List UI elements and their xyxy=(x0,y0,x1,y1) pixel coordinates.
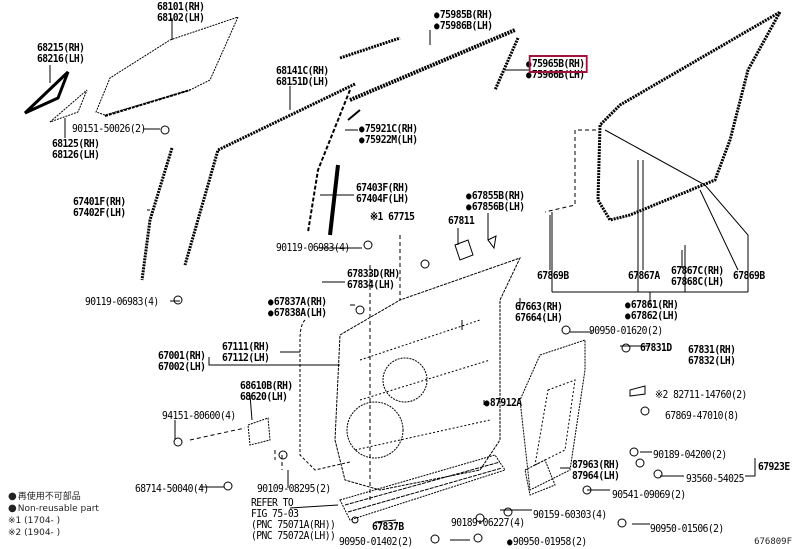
label-68714: 68714-50040(4) xyxy=(135,483,209,495)
label-90119-upper: 90119-06983(4) xyxy=(276,242,350,254)
legend-note-1: ※1 (1704- ) xyxy=(8,516,61,526)
label-90189-06227: 90189-06227(4) xyxy=(451,517,525,529)
label-82711: ※2 82711-14760(2) xyxy=(655,389,747,401)
label-67811: 67811 xyxy=(448,215,475,227)
label-90159: 90159-60303(4) xyxy=(533,509,607,521)
label-67831: 67831(RH)67832(LH) xyxy=(688,344,736,367)
belt-moulding xyxy=(349,28,516,102)
label-68610: 68610B(RH)68620(LH) xyxy=(240,380,293,403)
highlighted-part-75965B[interactable]: 75965B(RH) xyxy=(529,55,588,73)
door-weatherstrip xyxy=(596,10,782,222)
label-67869b-right: 67869B xyxy=(733,270,765,282)
label-67869-47010: 67869-47010(8) xyxy=(665,410,739,422)
label-67715: ※1 67715 xyxy=(370,211,415,223)
rocker-moulding xyxy=(339,454,506,521)
label-90950-01506: 90950-01506(2) xyxy=(650,523,724,535)
label-90151: 90151-50026(2) xyxy=(72,123,146,135)
legend-jp: 再使用不可部品 xyxy=(8,491,99,503)
door-glass xyxy=(95,16,239,116)
label-67837: 67837A(RH)67838A(LH) xyxy=(268,297,327,319)
label-67831d: 67831D xyxy=(640,342,672,354)
label-67111: 67111(RH)67112(LH) xyxy=(222,341,270,364)
label-75985: 75985B(RH)75986B(LH) xyxy=(434,10,493,32)
label-90950-01620: 90950-01620(2) xyxy=(589,325,663,337)
door-shell xyxy=(334,257,521,491)
legend: 再使用不可部品 Non-reusable part ※1 (1704- ) ※2… xyxy=(8,491,99,539)
label-93560: 93560-54025 xyxy=(686,473,744,485)
label-90950-01958: 90950-01958(2) xyxy=(507,537,587,548)
label-87912a: 87912A xyxy=(484,398,522,409)
label-67001: 67001(RH)67002(LH) xyxy=(158,350,206,373)
label-68215: 68215(RH)68216(LH) xyxy=(37,42,85,65)
label-90541: 90541-09069(2) xyxy=(612,489,686,501)
label-75921: 75921C(RH)75922M(LH) xyxy=(359,124,418,146)
label-90119-lower: 90119-06983(4) xyxy=(85,296,159,308)
label-94151: 94151-80600(4) xyxy=(162,410,236,422)
label-90950-01402: 90950-01402(2) xyxy=(339,536,413,548)
label-67855: 67855B(RH)67856B(LH) xyxy=(466,191,525,213)
label-67833: 67833D(RH)67834(LH) xyxy=(347,268,400,291)
label-67401: 67401F(RH)67402F(LH) xyxy=(73,196,126,219)
label-67869b-left: 67869B xyxy=(537,270,569,282)
legend-note-2: ※2 (1904- ) xyxy=(8,528,61,538)
label-67403: 67403F(RH)67404F(LH) xyxy=(356,182,409,205)
label-90109: 90109-08295(2) xyxy=(257,483,331,495)
label-87963: 87963(RH)87964(LH) xyxy=(572,459,620,482)
label-67663: 67663(RH)67664(LH) xyxy=(515,301,563,324)
label-90189-04200: 90189-04200(2) xyxy=(653,449,727,461)
label-68141: 68141C(RH)68151D(LH) xyxy=(276,65,329,88)
figure-code: 676809F xyxy=(754,537,792,547)
legend-en: Non-reusable part xyxy=(8,503,99,515)
label-67837b: 67837B xyxy=(372,521,404,533)
label-67867a: 67867A xyxy=(628,270,660,282)
label-67923e: 67923E xyxy=(758,461,790,473)
label-67867c: 67867C(RH)67868C(LH) xyxy=(671,265,724,288)
label-68101: 68101(RH)68102(LH) xyxy=(157,1,205,24)
label-75965: 75965B(RH)75966B(LH) xyxy=(526,55,588,81)
label-67861: 67861(RH)67862(LH) xyxy=(625,300,679,322)
quarter-glass xyxy=(23,70,70,115)
label-68125: 68125(RH)68126(LH) xyxy=(52,138,100,161)
